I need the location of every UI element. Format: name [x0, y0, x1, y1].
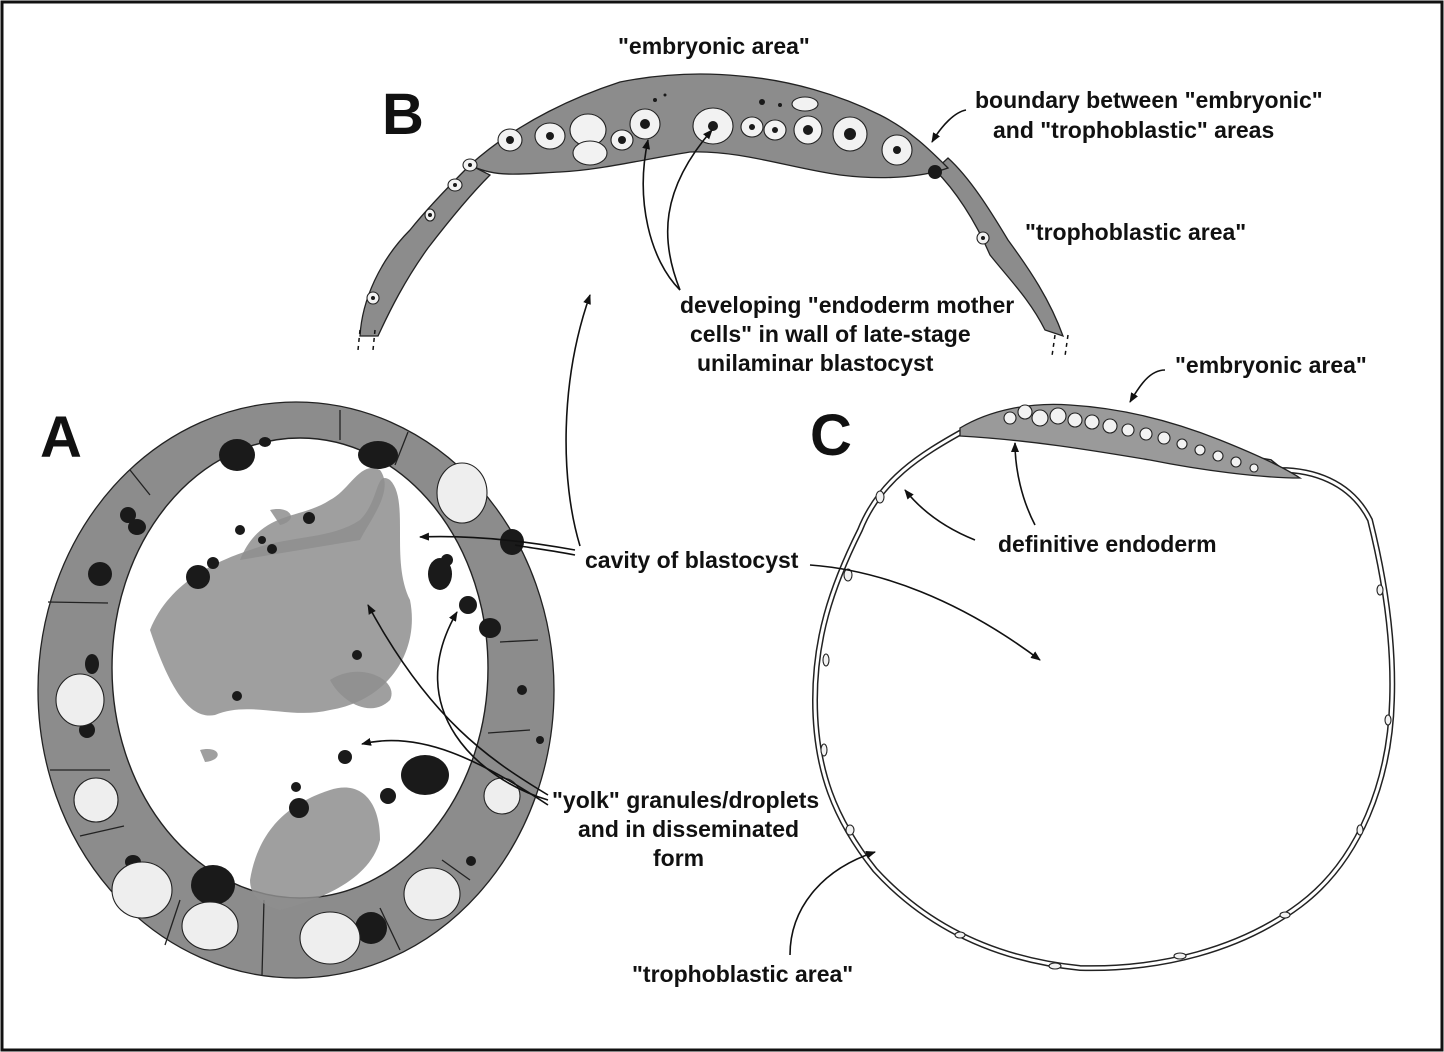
panel-b-nuclei [371, 93, 985, 300]
panel-letter-a: A [40, 405, 82, 470]
label-yolk-line3: form [653, 845, 704, 871]
leader-endoderm-def-2 [1011, 442, 1036, 526]
leader-yolk-1 [367, 604, 549, 796]
leader-c-trophoblastic [789, 851, 876, 956]
leader-cavity-b [565, 294, 591, 547]
leader-endoderm-1 [642, 139, 681, 291]
label-yolk-line2: and in disseminated [578, 816, 799, 842]
panel-a-speckled-vacuoles [55, 462, 521, 965]
leader-yolk-2 [436, 611, 549, 801]
leader-cavity-a2 [514, 544, 576, 556]
leader-cavity-a [419, 532, 576, 551]
panel-b-vacuoles [366, 96, 990, 305]
leader-endoderm-def-1 [904, 489, 976, 541]
label-c-embryonic-area: "embryonic area" [1175, 352, 1367, 378]
leader-b-boundary [931, 109, 967, 143]
label-c-trophoblastic-area: "trophoblastic area" [632, 961, 853, 987]
panel-b-left-wall [359, 164, 492, 337]
leader-yolk-3 [361, 738, 549, 806]
panel-c-wall [811, 426, 1396, 972]
panel-c-disc-cells [1003, 404, 1259, 473]
panel-a-yolk-droplets [79, 437, 544, 944]
panel-letter-b: B [382, 82, 424, 147]
label-b-boundary-line2: and "trophoblastic" areas [993, 117, 1274, 143]
leader-cavity-c [809, 564, 1041, 661]
panel-b-right-wall [934, 157, 1065, 338]
leader-lines [361, 109, 1166, 956]
panel-b-cut-ends [357, 329, 1069, 357]
panel-c-wall-inner [813, 428, 1394, 970]
leader-endoderm-2 [666, 129, 713, 291]
leader-c-embryonic [1129, 369, 1166, 403]
label-cavity: cavity of blastocyst [585, 547, 799, 573]
label-b-trophoblastic-area: "trophoblastic area" [1025, 219, 1246, 245]
panel-c-wall-nuclei [820, 490, 1392, 970]
label-b-embryonic-area: "embryonic area" [618, 33, 810, 59]
label-endoderm-line2: cells" in wall of late-stage [690, 321, 971, 347]
panel-letter-c: C [810, 403, 852, 468]
label-b-boundary-line1: boundary between "embryonic" [975, 87, 1323, 113]
label-yolk-line1: "yolk" granules/droplets [552, 787, 819, 813]
label-endoderm-line3: unilaminar blastocyst [697, 350, 934, 376]
panel-c-blastocyst [811, 403, 1396, 972]
panel-b-wall-section [357, 73, 1069, 357]
label-definitive-endoderm: definitive endoderm [998, 531, 1217, 557]
panel-a-blastocyst [37, 401, 555, 979]
label-endoderm-line1: developing "endoderm mother [680, 292, 1014, 318]
